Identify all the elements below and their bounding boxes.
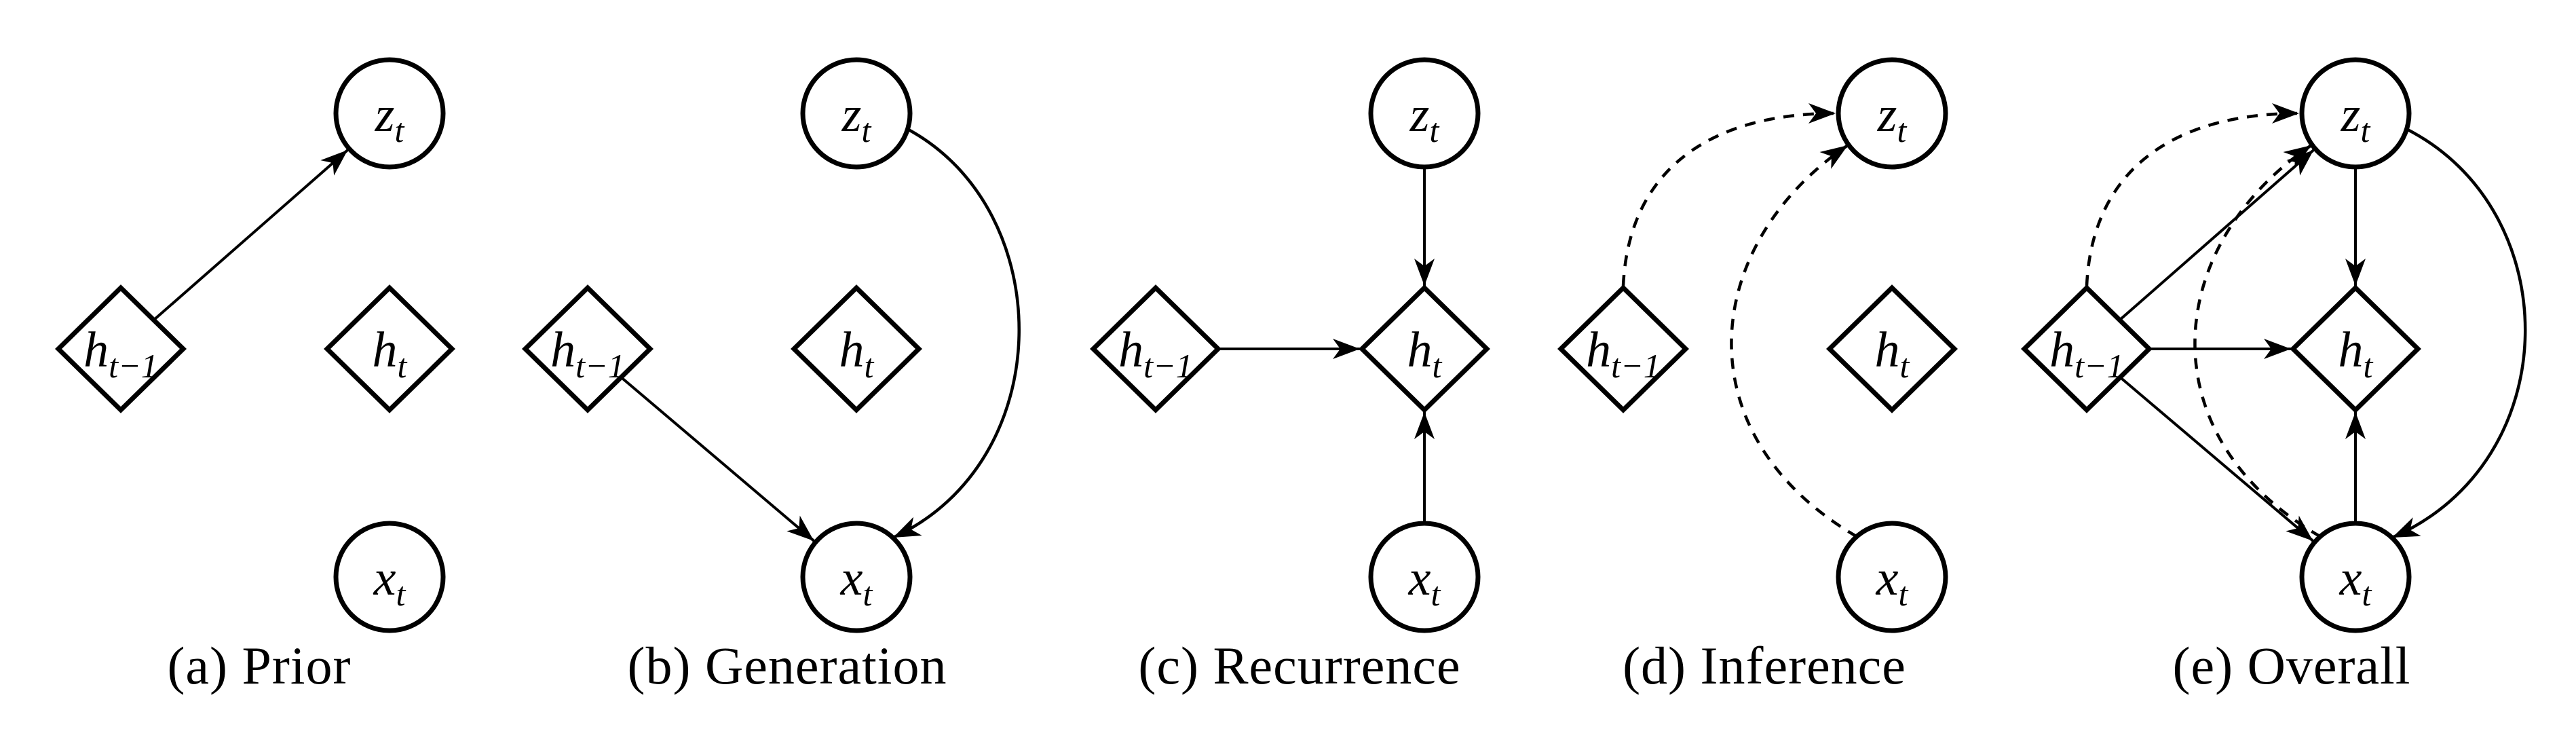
z-circle-d xyxy=(1836,57,1948,170)
h-diamond-c xyxy=(1358,284,1491,413)
x-circle-a xyxy=(333,521,446,633)
panel-b: zt ht−1 ht xt xyxy=(521,57,1021,633)
panel-c: zt ht−1 ht xt xyxy=(1089,57,1491,633)
node-z-a: zt xyxy=(333,57,446,170)
node-h-e: ht xyxy=(2289,284,2422,413)
label-h-b: ht xyxy=(839,322,875,385)
node-x-d: xt xyxy=(1836,521,1948,633)
z-circle-a xyxy=(333,57,446,170)
label-z-b: zt xyxy=(841,87,872,149)
x-circle-d xyxy=(1836,521,1948,633)
node-x-e: xt xyxy=(2299,521,2412,633)
z-circle-c xyxy=(1368,57,1481,170)
label-z-e: zt xyxy=(2341,87,2371,149)
edge-h_prev-to-x-b xyxy=(621,377,815,542)
h_prev-diamond-b xyxy=(521,284,654,413)
edge-solid-curve-e xyxy=(2391,127,2527,540)
caption-panel-b: (b) Generation xyxy=(627,636,947,695)
node-h-c: ht xyxy=(1358,284,1491,413)
node-h_prev-a: ht−1 xyxy=(54,284,187,413)
z-circle-e xyxy=(2299,57,2412,170)
label-z-d: zt xyxy=(1877,87,1908,149)
edge-h_prev-to-z-a xyxy=(153,149,349,320)
node-x-c: xt xyxy=(1368,521,1481,633)
label-h_prev-c: ht−1 xyxy=(1118,322,1193,385)
label-h_prev-b: ht−1 xyxy=(550,322,625,385)
label-x-e: xt xyxy=(2339,550,2372,613)
node-x-b: xt xyxy=(800,521,913,633)
edge-h_prev-to-x-e xyxy=(2120,377,2314,542)
node-h-d: ht xyxy=(1825,284,1958,413)
caption-panel-d: (d) Inference xyxy=(1623,636,1906,695)
node-x-a: xt xyxy=(333,521,446,633)
node-z-e: zt xyxy=(2299,57,2412,170)
h_prev-diamond-a xyxy=(54,284,187,413)
h-diamond-a xyxy=(323,284,456,413)
panel-d: zt ht−1 ht xt xyxy=(1557,57,1958,633)
z-circle-b xyxy=(800,57,913,170)
edge-dashed-curve-e xyxy=(2085,103,2300,286)
label-h_prev-e: ht−1 xyxy=(2049,322,2124,385)
label-z-c: zt xyxy=(1409,87,1440,149)
label-h-c: ht xyxy=(1407,322,1443,385)
h_prev-diamond-c xyxy=(1089,284,1222,413)
panel-e: zt ht−1 ht xt xyxy=(2020,57,2527,633)
node-h_prev-e: ht−1 xyxy=(2020,284,2153,413)
x-circle-e xyxy=(2299,521,2412,633)
x-circle-c xyxy=(1368,521,1481,633)
label-x-a: xt xyxy=(373,550,406,613)
edge-dashed-curve-d xyxy=(1730,144,1859,538)
node-z-d: zt xyxy=(1836,57,1948,170)
caption-panel-e: (e) Overall xyxy=(2172,636,2411,695)
caption-panel-a: (a) Prior xyxy=(167,636,352,695)
node-h_prev-d: ht−1 xyxy=(1557,284,1690,413)
edge-dashed-curve-e xyxy=(2193,144,2322,538)
edge-dashed-curve-d xyxy=(1621,103,1836,286)
label-z-a: zt xyxy=(375,87,405,149)
panel-a: zt ht−1 ht xt xyxy=(54,57,456,633)
node-h_prev-b: ht−1 xyxy=(521,284,654,413)
label-h_prev-a: ht−1 xyxy=(83,322,158,385)
label-h-a: ht xyxy=(373,322,408,385)
node-z-c: zt xyxy=(1368,57,1481,170)
label-x-c: xt xyxy=(1408,550,1441,613)
h_prev-diamond-e xyxy=(2020,284,2153,413)
label-x-b: xt xyxy=(840,550,873,613)
label-h-e: ht xyxy=(2338,322,2374,385)
node-h-a: ht xyxy=(323,284,456,413)
label-h_prev-d: ht−1 xyxy=(1586,322,1661,385)
h_prev-diamond-d xyxy=(1557,284,1690,413)
h-diamond-b xyxy=(790,284,923,413)
node-z-b: zt xyxy=(800,57,913,170)
label-x-d: xt xyxy=(1876,550,1909,613)
edge-h_prev-to-z-e xyxy=(2119,149,2315,320)
h-diamond-d xyxy=(1825,284,1958,413)
x-circle-b xyxy=(800,521,913,633)
h-diamond-e xyxy=(2289,284,2422,413)
node-h_prev-c: ht−1 xyxy=(1089,284,1222,413)
node-h-b: ht xyxy=(790,284,923,413)
label-h-d: ht xyxy=(1875,322,1910,385)
caption-panel-c: (c) Recurrence xyxy=(1138,636,1461,695)
edge-solid-curve-b xyxy=(892,128,1021,540)
